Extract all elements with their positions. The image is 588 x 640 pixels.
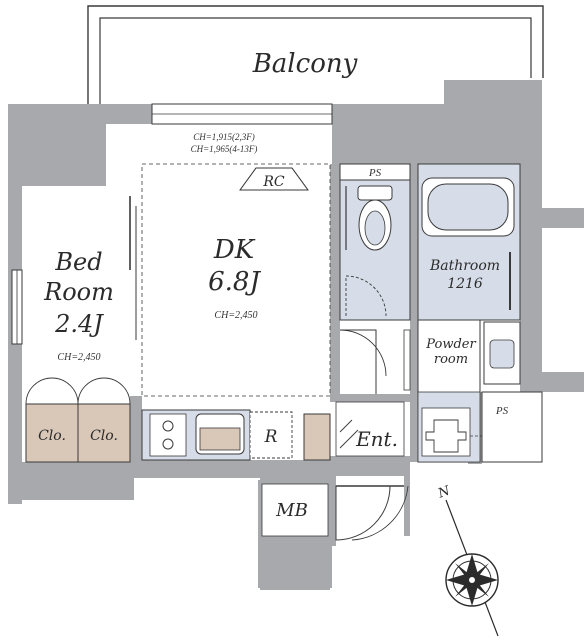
toilet-icon [345,185,393,317]
refrigerator-label: R [264,427,278,447]
dk-name: DK [213,235,256,265]
bed-room-size: 2.4J [54,310,104,338]
dk-fixtures [141,103,333,461]
ch-top-line-2: CH=1,965(4-13F) [191,144,258,154]
balcony-label: Balcony [252,49,358,79]
closet-label-2: Clo. [90,428,118,444]
washing-machine-icon [421,407,500,457]
meter-box-label: MB [275,500,308,521]
rc-label: RC [262,174,285,190]
dk-size: 6.8J [208,267,261,297]
pipe-space-box [481,391,543,463]
bed-room-ceiling-height: CH=2,450 [57,352,100,363]
meter-box [258,480,332,588]
pipe-space-right-label: PS [495,405,509,417]
pipe-space-top-label: PS [368,167,382,179]
ch-top-line-1: CH=1,915(2,3F) [193,132,255,142]
closet-label-1: Clo. [38,428,66,444]
bathtub-icon [421,177,515,310]
bed-room-label-1: Bed [54,248,102,276]
powder-room-label-2: room [434,352,468,367]
bed-room-label-2: Room [43,278,114,306]
powder-room-label-1: Powder [425,337,476,352]
washbasin-icon [483,321,521,385]
bathroom-size: 1216 [447,276,483,292]
entrance-label: Ent. [355,427,398,451]
north-label: N [435,483,452,502]
dk-ceiling-height: CH=2,450 [214,310,257,321]
balcony [87,5,544,104]
bathroom-label: Bathroom [429,258,500,274]
bed-room-fixtures [11,196,137,463]
compass-icon [445,499,499,637]
doors [335,329,411,541]
